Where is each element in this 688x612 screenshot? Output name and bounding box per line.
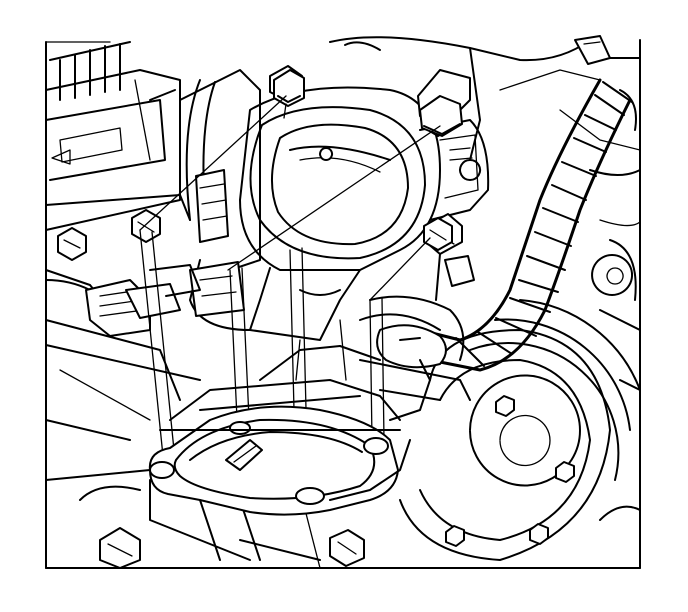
intake-manifold-flange: [149, 319, 431, 561]
throttle-body: [179, 65, 490, 341]
throttle-body-gasket: [148, 405, 399, 516]
mounting-bolt: [419, 95, 463, 137]
mounting-bolts: [131, 69, 463, 251]
mounting-bolt: [273, 69, 305, 119]
electrical-connector: [45, 264, 201, 337]
wiring-harness: [418, 35, 633, 372]
crankshaft-pulley: [399, 299, 641, 561]
mounting-bolt: [423, 217, 453, 251]
